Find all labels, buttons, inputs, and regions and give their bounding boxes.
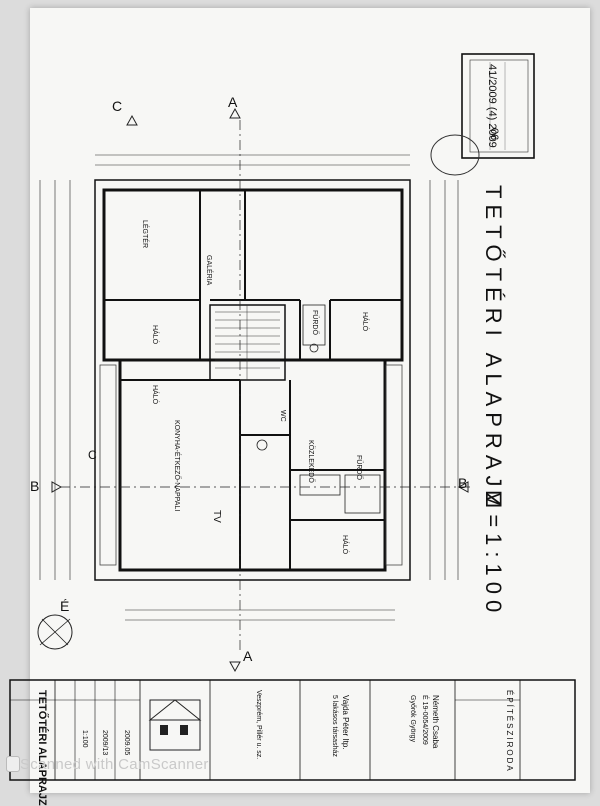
title-block-designer-city: Győrök György xyxy=(409,695,416,743)
title-block-owner-address: 5 lakásos társasház xyxy=(331,695,338,757)
section-mark-c-top: C xyxy=(112,98,123,114)
drawing-sheet xyxy=(30,8,590,793)
room-furdo-1: FÜRDŐ xyxy=(311,310,318,335)
section-mark-c-mid: C xyxy=(88,448,97,462)
room-kozlekedo: KÖZLEKEDŐ xyxy=(307,440,314,483)
title-block-location: Veszprém, Pillér u. sz. xyxy=(255,690,262,760)
title-block-title: TETŐTÉRI ALAPRAJZ xyxy=(36,690,48,806)
section-lines xyxy=(60,120,470,650)
bathroom-fixtures xyxy=(256,304,381,514)
section-mark-a-top: A xyxy=(228,94,238,110)
section-mark-a-bottom: A xyxy=(243,648,253,664)
title-block-drawing-no: 2009/13 xyxy=(101,730,108,756)
north-arrow xyxy=(37,614,73,650)
room-halo-3: HÁLÓ xyxy=(151,385,158,405)
room-konyha: KONYHA-ÉTKEZŐ-NAPPALI xyxy=(173,420,180,512)
drawing-title: TETŐTÉRI ALAPRAJZ xyxy=(481,185,506,512)
room-tv: TV xyxy=(211,510,222,523)
room-furdo-2: FÜRDŐ xyxy=(355,455,362,480)
north-mark: É xyxy=(60,598,70,614)
title-block-designer: Németh Csaba xyxy=(431,695,440,749)
camscanner-icon xyxy=(6,756,20,772)
scanner-watermark: Scanned with CamScanner xyxy=(20,756,209,773)
room-halo-2: HÁLÓ xyxy=(361,312,368,332)
staircase xyxy=(215,305,280,380)
room-galeria: GALÉRIA xyxy=(205,255,212,286)
section-arrows xyxy=(51,107,469,673)
room-legter: LÉGTÉR xyxy=(141,220,148,249)
title-block xyxy=(9,679,576,781)
title-block-owner: Vajda Péter Itp. xyxy=(341,695,350,750)
room-halo-1: HÁLÓ xyxy=(151,325,158,345)
title-block-date: 2009.05 xyxy=(123,730,130,756)
section-mark-b-right: B xyxy=(458,475,468,491)
section-mark-b-left: B xyxy=(30,478,40,494)
interior-walls xyxy=(104,190,402,570)
room-halo-4: HÁLÓ xyxy=(341,535,348,555)
drawing-scale: M=1:100 xyxy=(481,490,506,619)
building-logo xyxy=(148,699,202,751)
title-block-designer-license: É 19-0054/2009 xyxy=(421,695,428,745)
stamp-year: 06 xyxy=(488,128,500,141)
title-block-scale: 1:100 xyxy=(81,730,88,748)
dimension-lines xyxy=(39,154,459,621)
title-block-office: ÉPÍTÉSZIRODA xyxy=(505,690,514,773)
approval-stamp xyxy=(430,53,535,176)
room-wc: WC xyxy=(279,410,286,422)
